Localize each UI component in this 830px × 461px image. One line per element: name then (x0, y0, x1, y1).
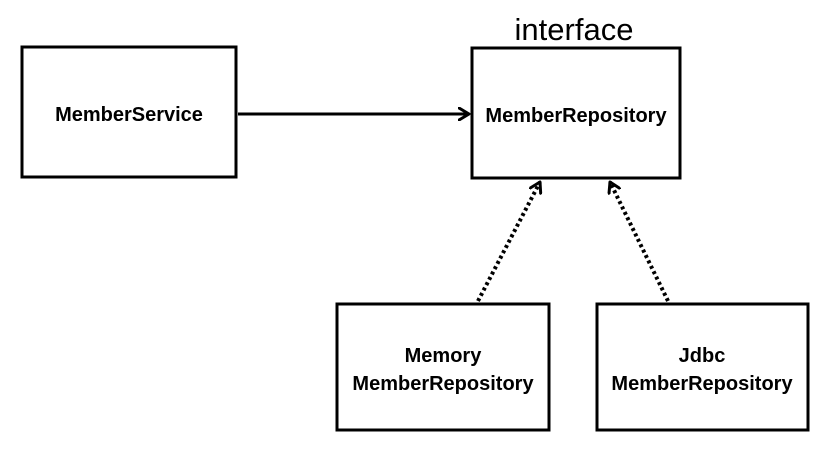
jdbc-member-repository-box: Jdbc MemberRepository (595, 302, 810, 432)
memory-member-repository-box: Memory MemberRepository (335, 302, 551, 432)
member-service-label: MemberService (55, 104, 203, 126)
member-repository-label: MemberRepository (485, 105, 667, 127)
jdbc-member-repository-label-line2: MemberRepository (611, 373, 793, 395)
jdbc-member-repository-label-line1: Jdbc (679, 345, 726, 367)
memory-member-repository-label-line1: Memory (405, 345, 483, 367)
interface-stereotype-label: interface (515, 12, 634, 47)
implements-arrow-jdbc (610, 182, 670, 302)
memory-member-repository-label-line2: MemberRepository (352, 373, 534, 395)
member-service-box: MemberService (20, 45, 238, 179)
member-repository-box: MemberRepository (470, 46, 682, 180)
implements-arrow-memory (476, 182, 540, 302)
